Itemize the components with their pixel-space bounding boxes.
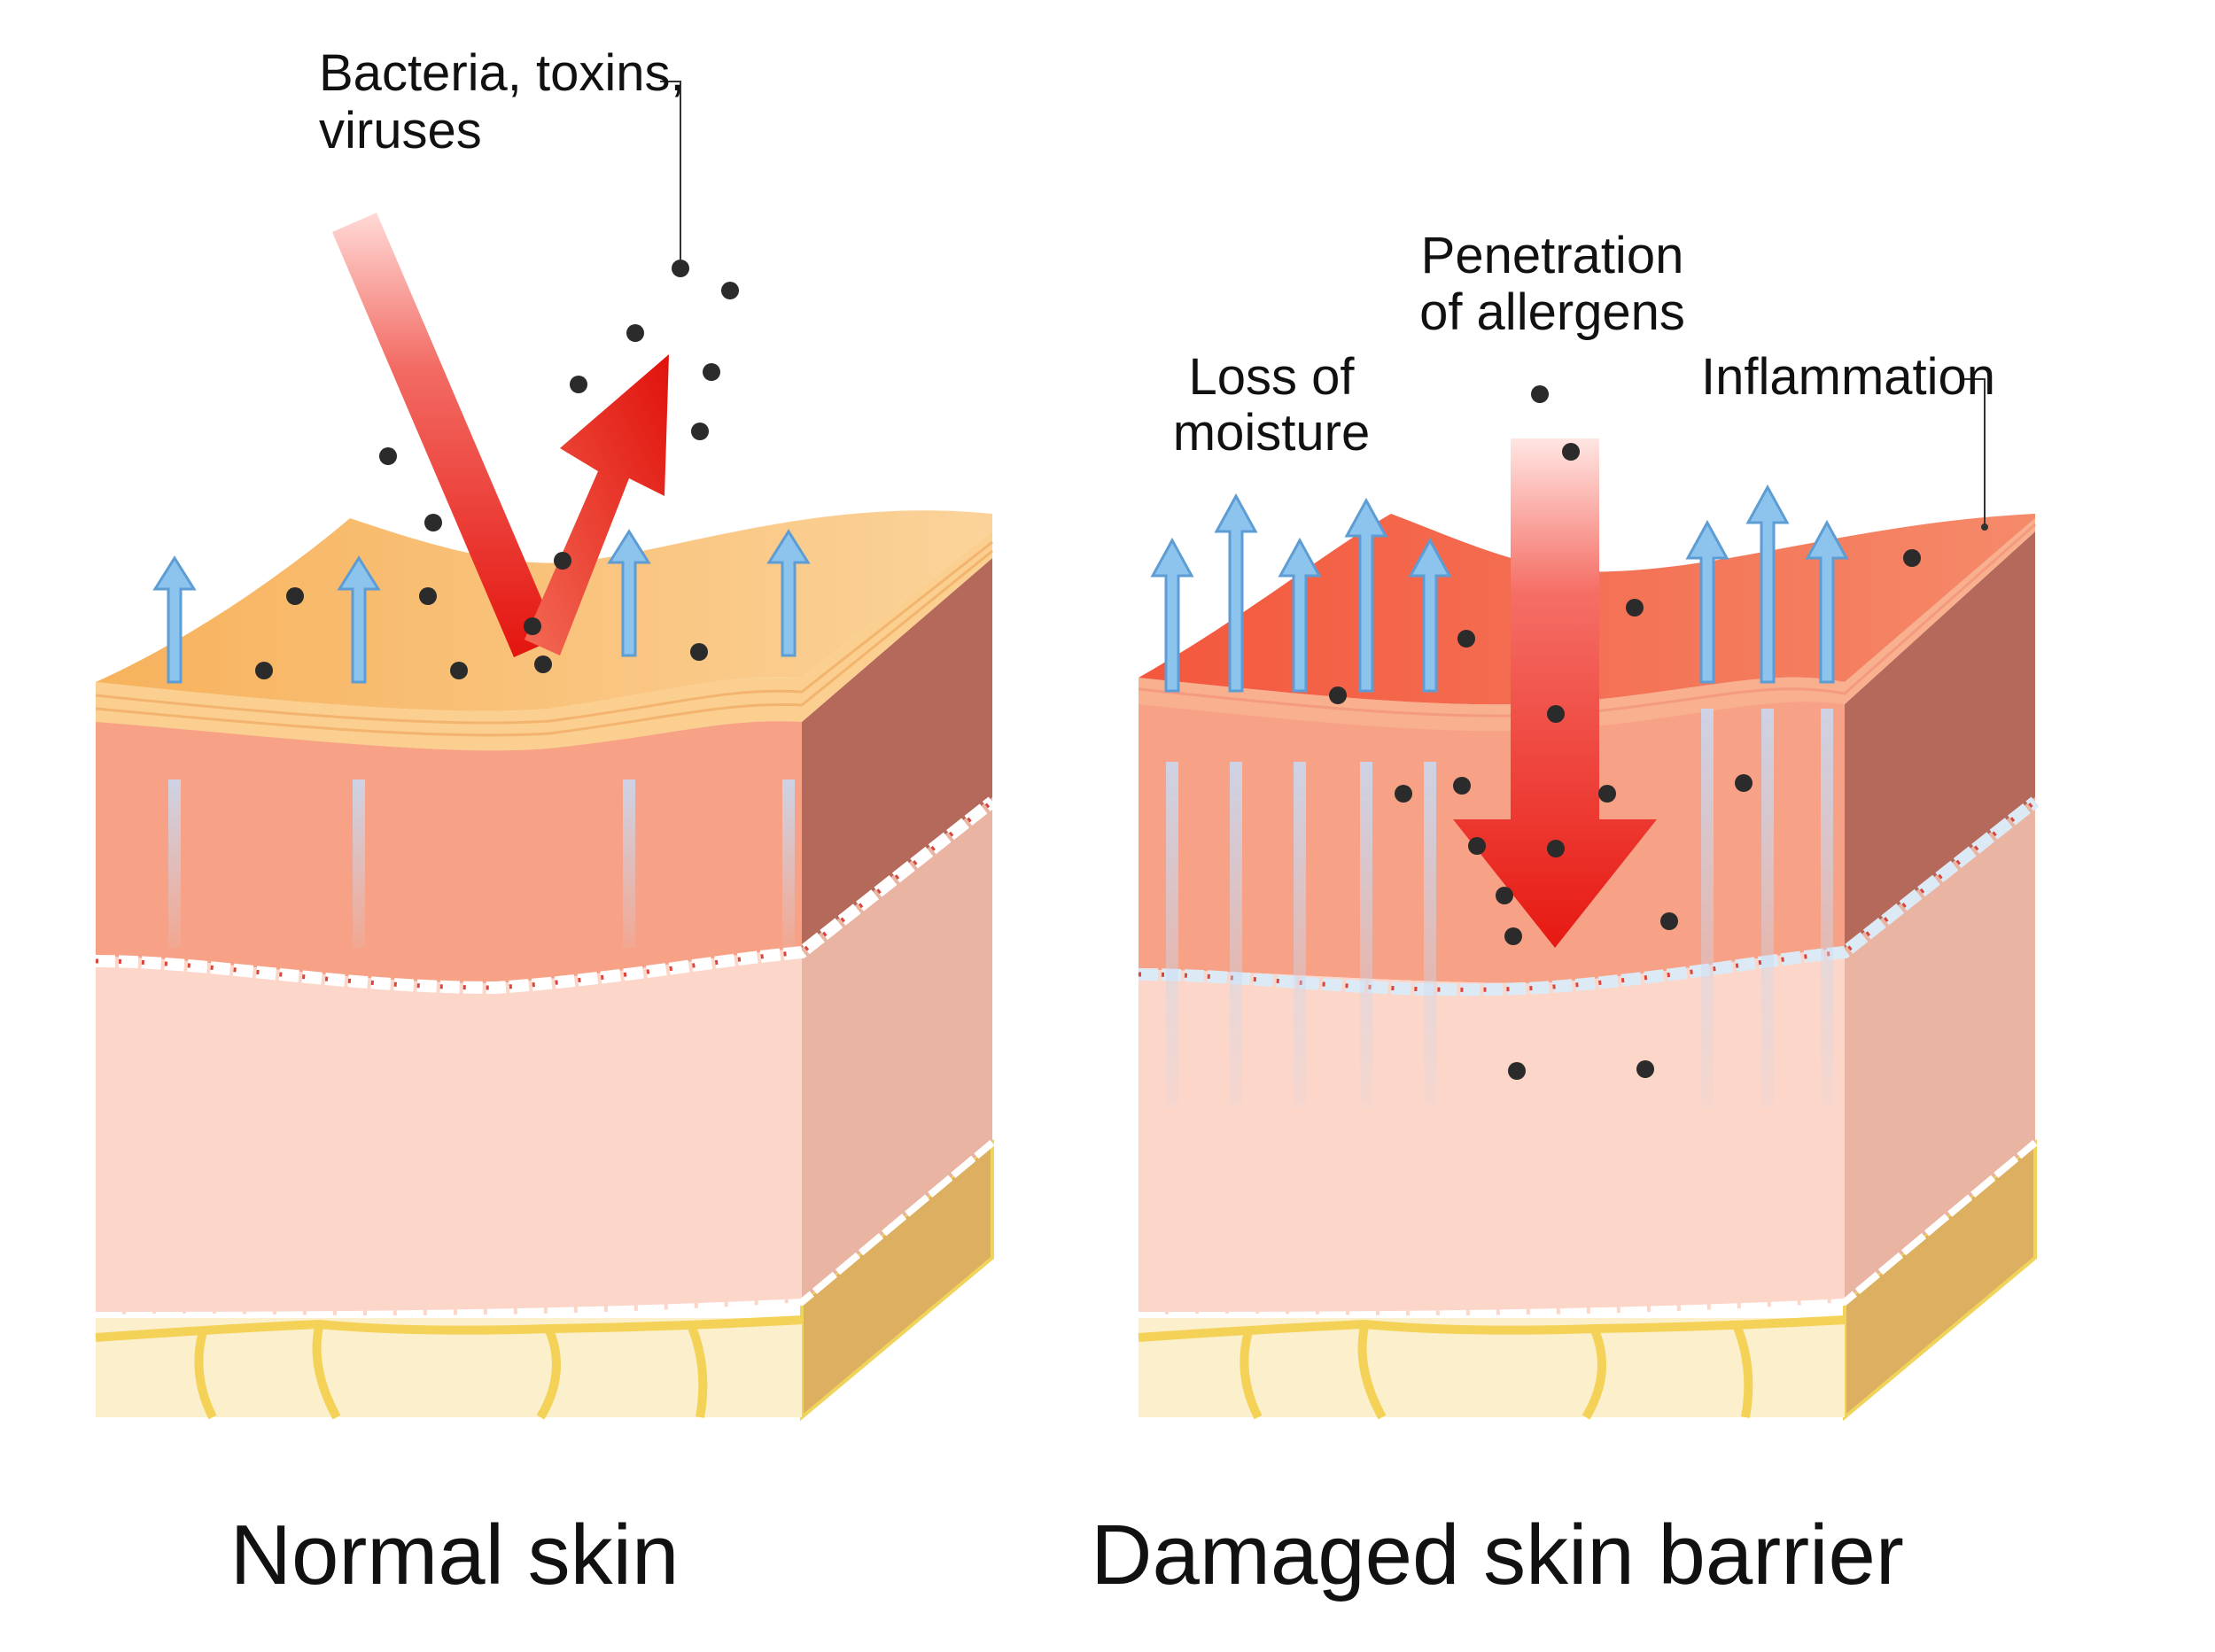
moisture-loss-lines	[1166, 709, 1833, 1107]
inflammation-leader-line	[1962, 378, 1986, 527]
stratum-corneum	[1139, 518, 2035, 732]
particle	[1457, 630, 1475, 648]
particle	[1468, 837, 1486, 855]
moisture-arrow-icon	[1805, 519, 1849, 684]
stratum-corneum	[96, 531, 992, 751]
particle	[703, 363, 720, 381]
particle	[1547, 840, 1565, 857]
loss-of-moisture-label-line2: moisture	[1173, 404, 1370, 461]
inflammation-label: Inflammation	[1701, 348, 1995, 406]
side-epidermis-layer	[802, 558, 992, 948]
particle	[1329, 686, 1347, 704]
particle	[534, 655, 552, 673]
particle	[1636, 1060, 1654, 1078]
particle	[570, 376, 587, 393]
particle	[626, 324, 644, 342]
moisture-arrow-icon	[337, 555, 381, 684]
particle	[672, 260, 689, 277]
penetration-label-line2: of allergens	[1419, 283, 1685, 341]
incoming-threat-arrow	[332, 213, 558, 657]
particle	[1496, 887, 1513, 904]
fat-layer	[1139, 1318, 1845, 1417]
particle	[255, 662, 273, 679]
particle	[721, 282, 739, 299]
particle	[554, 552, 571, 570]
particle	[1660, 912, 1678, 930]
loss-of-moisture-label-line1: Loss of	[1189, 348, 1356, 406]
dermis-layer	[96, 948, 802, 1315]
penetration-label-line1: Penetration	[1421, 227, 1684, 284]
particle	[1903, 549, 1921, 567]
particle	[1453, 777, 1471, 795]
bacteria-label-line2: viruses	[319, 102, 482, 159]
particle	[691, 423, 709, 440]
particle	[286, 587, 304, 605]
particle	[1508, 1062, 1526, 1080]
damaged-skin-caption: Damaged skin barrier	[1091, 1508, 1904, 1602]
allergen-penetration-arrow	[1453, 438, 1657, 948]
moisture-arrow-icon	[1685, 519, 1729, 684]
side-epidermis-layer	[1845, 531, 2035, 948]
moisture-arrow-icon	[766, 529, 811, 657]
deflected-threat-arrow	[525, 354, 669, 655]
particle	[379, 447, 397, 465]
particle	[690, 643, 708, 661]
moisture-arrow-icon	[1150, 537, 1194, 693]
particle	[1598, 785, 1616, 803]
particle	[1562, 443, 1580, 461]
particle	[1547, 705, 1565, 723]
particle	[1504, 927, 1522, 945]
moisture-arrow-icon	[152, 555, 197, 684]
moisture-retention-lines	[168, 779, 795, 948]
moisture-arrow-icon	[607, 529, 651, 657]
particle	[524, 617, 541, 635]
particle	[419, 587, 437, 605]
damaged-moisture-arrows	[1150, 484, 1849, 693]
particle	[1626, 599, 1644, 617]
particle	[450, 662, 468, 679]
moisture-arrow-icon	[1408, 537, 1452, 693]
particle	[1531, 385, 1549, 403]
normal-moisture-arrows	[152, 529, 811, 684]
dermis-layer	[1139, 948, 1845, 1315]
moisture-arrow-icon	[1344, 497, 1388, 693]
particles	[255, 260, 1921, 1080]
fat-layer	[96, 1318, 802, 1417]
basal-cell-line	[95, 796, 997, 995]
particle	[1735, 774, 1753, 792]
side-dermis-layer	[1845, 797, 2035, 1302]
particle	[424, 514, 442, 531]
side-dermis-layer	[802, 797, 992, 1302]
moisture-arrow-icon	[1214, 492, 1258, 693]
bacteria-label-line1: Bacteria, toxins,	[319, 44, 685, 102]
labels: Bacteria, toxins, viruses Penetration of…	[230, 44, 1995, 1602]
moisture-arrow-icon	[1745, 484, 1790, 684]
particle	[1395, 785, 1412, 803]
normal-skin-caption: Normal skin	[230, 1508, 680, 1602]
moisture-arrow-icon	[1278, 537, 1322, 693]
bacteria-leader-line	[660, 81, 681, 261]
